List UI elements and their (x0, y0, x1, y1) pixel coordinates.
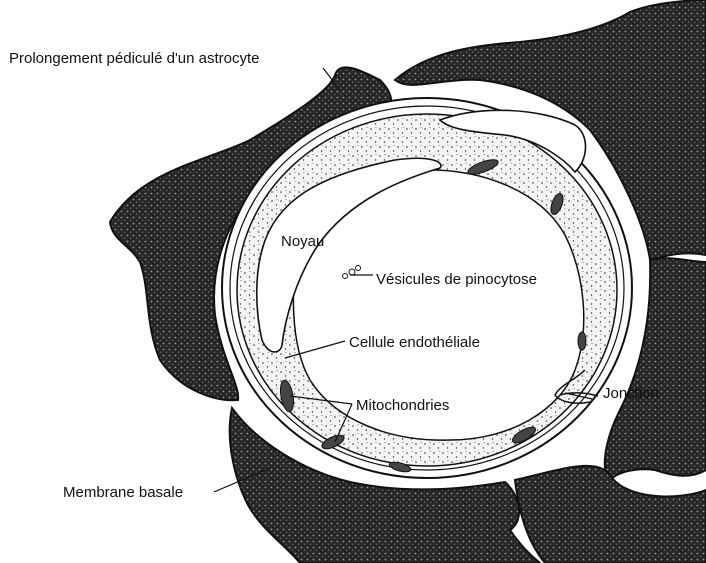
label-astrocyte-foot: Prolongement pédiculé d'un astrocyte (9, 50, 260, 67)
label-endothelial: Cellule endothéliale (349, 334, 480, 351)
label-mitochondria: Mitochondries (356, 397, 449, 414)
label-junction: Jonction (603, 385, 659, 402)
label-basal-membrane: Membrane basale (63, 484, 183, 501)
label-nucleus: Noyau (281, 233, 324, 250)
mitochondrion (578, 332, 586, 350)
label-pinocytosis: Vésicules de pinocytose (376, 271, 537, 288)
astrocyte-foot-bottom-right (515, 466, 706, 563)
